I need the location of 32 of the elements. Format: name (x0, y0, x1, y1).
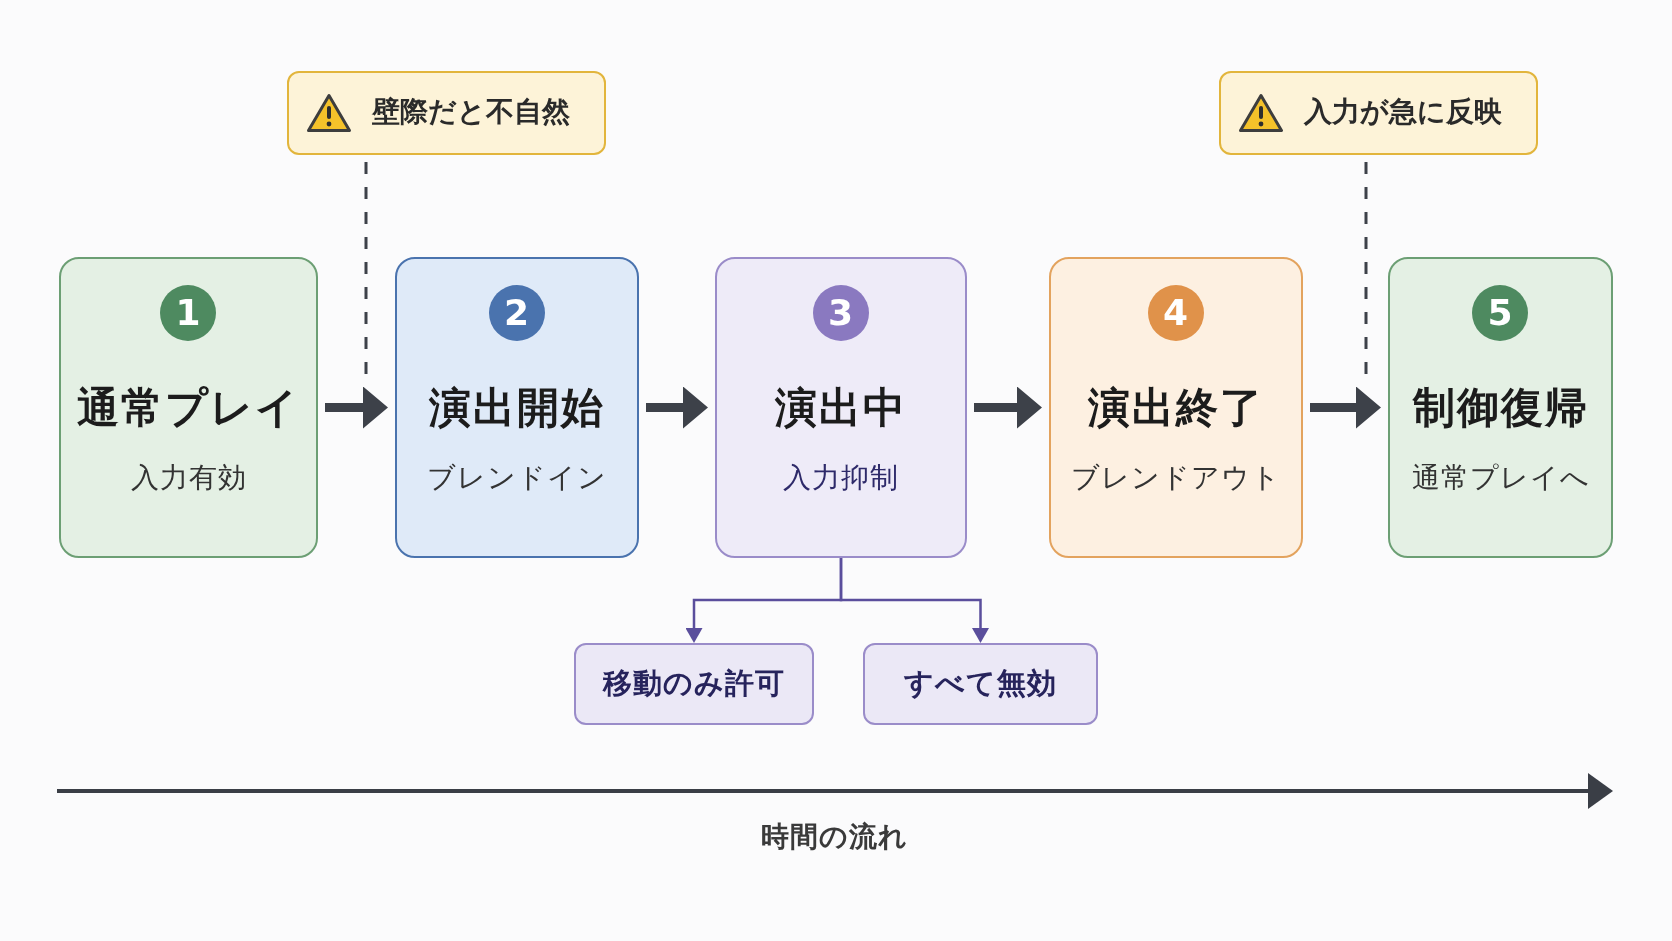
callout-text: 壁際だと不自然 (372, 95, 570, 129)
number-badge: 4 (1147, 285, 1204, 341)
step-subtitle: ブレンドアウト (1071, 461, 1281, 495)
step-title: 演出中 (775, 383, 907, 433)
step-subtitle: 入力有効 (130, 461, 247, 495)
step-subtitle: 入力抑制 (783, 461, 899, 495)
step-title: 制御復帰 (1412, 383, 1589, 433)
number-badge: 5 (1472, 285, 1528, 341)
step-title: 演出開始 (429, 383, 605, 433)
option-box: 移動のみ許可 (574, 643, 814, 725)
step-title: 演出終了 (1088, 383, 1264, 433)
arrow (839, 558, 989, 643)
step-subtitle: ブレンドイン (427, 461, 607, 495)
step-subtitle: 通常プレイへ (1411, 461, 1590, 495)
warning-callout (287, 71, 606, 155)
axis-label: 時間の流れ (760, 820, 908, 854)
number-badge: 3 (812, 285, 869, 341)
warning-callout (1219, 71, 1538, 155)
arrow (974, 386, 1042, 429)
step-box (59, 257, 318, 558)
step-box (395, 257, 639, 558)
arrow (646, 386, 708, 429)
step-box (1049, 257, 1303, 558)
number-badge: 1 (160, 285, 216, 341)
number-badge: 2 (488, 285, 545, 341)
option-box: すべて無効 (863, 643, 1098, 725)
step-box (715, 257, 967, 558)
arrow (1310, 386, 1381, 429)
arrow (325, 386, 388, 429)
step-box (1388, 257, 1613, 558)
callout-text: 入力が急に反映 (1304, 95, 1502, 129)
step-title: 通常プレイ (77, 383, 300, 433)
